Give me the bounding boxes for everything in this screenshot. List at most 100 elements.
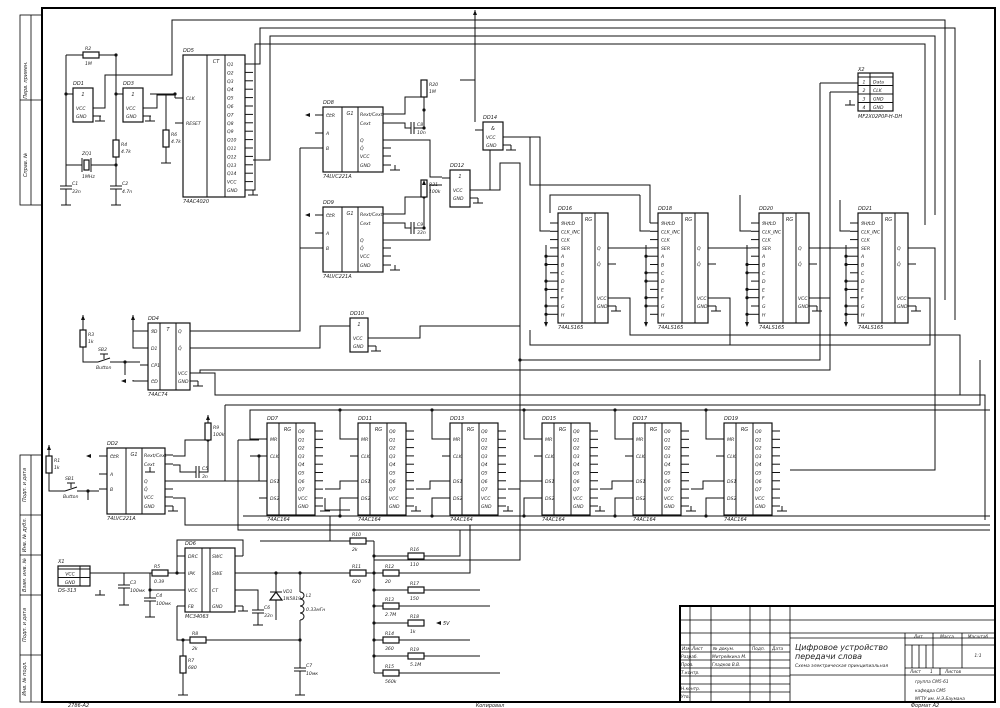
junction-dot	[644, 279, 648, 283]
pin-label: CLK	[361, 454, 371, 460]
wire	[48, 473, 65, 492]
chip-function: RG	[284, 427, 291, 433]
junction-dot	[844, 262, 848, 267]
switch-ref: SB1	[65, 476, 74, 482]
pin-label: G	[561, 304, 565, 310]
pin-label: Q5	[227, 96, 234, 102]
resistor-ref: R1	[54, 458, 60, 464]
arrow-head	[121, 379, 126, 383]
junction-dot	[372, 588, 376, 592]
wire	[520, 83, 821, 361]
pin-label: GND	[897, 304, 908, 310]
pin-label: MR	[453, 437, 460, 443]
ground-icon	[845, 100, 855, 106]
pin-label: DS2	[727, 496, 736, 502]
pin-label: F	[762, 296, 765, 302]
copied-label: Копировал	[476, 703, 505, 708]
wire	[225, 360, 981, 406]
chip-ref: DD18	[658, 206, 672, 212]
resistor-ref: R12	[385, 564, 394, 570]
chip-ref: DD19	[724, 416, 738, 422]
tb-column-header: Подп.	[752, 646, 765, 652]
chip-body	[122, 87, 144, 123]
capacitor-ref: C5	[202, 466, 208, 472]
net-label-5v: 5V	[443, 621, 450, 627]
wire	[198, 372, 986, 520]
resistor-body	[420, 79, 428, 98]
arrow-head	[644, 322, 648, 327]
pin-label: H	[762, 312, 766, 318]
pin-label: B	[861, 263, 864, 269]
chip-dd2: DD274LVC221AG1CLRABRext/CextCextQQ̄VCCGN…	[99, 441, 173, 522]
ground-icon	[473, 198, 483, 204]
capacitor-ref: C7	[306, 663, 312, 669]
resistor-body	[45, 455, 53, 474]
ground-icon	[168, 506, 178, 512]
resistor-value: 110	[410, 562, 419, 568]
pin-label: DS2	[453, 496, 462, 502]
junction-dot	[123, 360, 127, 364]
pin-label: CLK	[270, 454, 280, 460]
pin-label: Q3	[481, 454, 488, 460]
components: DD574AC4020CTCLKRESETQ1Q2Q3Q4Q5Q6Q7Q8Q9Q…	[45, 10, 921, 696]
wire	[324, 498, 350, 511]
wire	[416, 480, 442, 490]
wire	[376, 325, 520, 339]
resistor-body	[349, 537, 367, 545]
pin-label: Q2	[573, 446, 580, 452]
pin-label: E	[561, 287, 564, 293]
pin-label: Q0	[573, 429, 580, 435]
title-block-frame	[679, 605, 996, 703]
pin-label: Q2	[298, 446, 305, 452]
pin-label: Q4	[227, 87, 234, 93]
pin-label: Q6	[573, 479, 580, 485]
side-label: Инв. № подл.	[22, 661, 28, 696]
resistor-body	[382, 669, 400, 677]
junction-dot	[644, 254, 648, 258]
chip-function: CT	[213, 59, 220, 65]
pin-label: VCC	[755, 496, 765, 502]
wire	[391, 96, 424, 115]
tb-sheet-number: 1	[930, 669, 933, 675]
pin-label: DS2	[636, 496, 645, 502]
wire	[391, 139, 442, 178]
wire	[790, 247, 936, 471]
pin-label: GND	[453, 196, 464, 202]
pin-label: Q3	[298, 454, 305, 460]
wire	[198, 300, 301, 332]
drawing-title: Цифровое устройство	[795, 643, 888, 652]
chip-function: 1	[81, 92, 84, 98]
arrow-icon	[206, 415, 210, 420]
chip-function: G1	[346, 111, 353, 117]
ground-icon	[145, 467, 155, 473]
pin-label: CLK	[727, 454, 737, 460]
pin-label: Q	[178, 329, 182, 335]
resistor-body	[407, 619, 425, 627]
pin-label: Q3	[755, 454, 762, 460]
resistor-ref: R3	[88, 332, 94, 338]
connector-body	[57, 565, 91, 587]
side-label: Справ. №	[23, 153, 29, 177]
pin-label: Q1	[573, 437, 580, 443]
arrow-head	[745, 322, 749, 327]
ground-icon	[506, 145, 516, 151]
wire	[132, 331, 140, 349]
capacitor-ref: C6	[264, 605, 270, 611]
wire	[523, 410, 534, 440]
tb-column-header: Изм.	[682, 646, 692, 652]
wire	[705, 497, 716, 516]
wire	[600, 480, 625, 490]
pin-label: Q4	[298, 462, 305, 468]
resistor-value: 560k	[385, 679, 397, 685]
arrow-icon	[305, 213, 310, 217]
arrow-head	[473, 10, 477, 15]
pin-label: Q13	[227, 163, 237, 169]
ground-icon	[595, 506, 605, 512]
pin-label: VCC	[126, 106, 136, 112]
pin-label: SWC	[212, 554, 223, 560]
